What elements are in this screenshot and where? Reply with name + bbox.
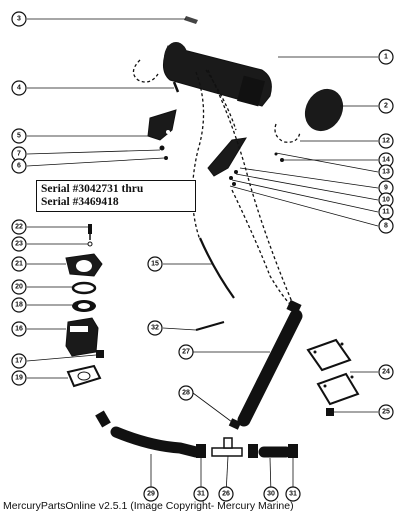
svg-text:23: 23 — [15, 241, 23, 248]
pipe-27 — [237, 299, 303, 427]
svg-text:16: 16 — [15, 326, 23, 333]
svg-text:6: 6 — [17, 163, 21, 170]
callout-31a: 31 — [193, 486, 209, 502]
callout-31b: 31 — [285, 486, 301, 502]
callout-5: 5 — [11, 128, 27, 144]
svg-text:31: 31 — [289, 491, 297, 498]
svg-text:1: 1 — [384, 54, 388, 61]
leader-lines — [26, 18, 379, 495]
svg-text:29: 29 — [147, 491, 155, 498]
callout-26: 26 — [218, 486, 234, 502]
callout-11: 11 — [378, 204, 394, 220]
svg-text:2: 2 — [384, 103, 388, 110]
svg-text:25: 25 — [382, 409, 390, 416]
svg-text:19: 19 — [15, 375, 23, 382]
callout-24: 24 — [378, 364, 394, 380]
svg-text:11: 11 — [382, 209, 390, 216]
svg-text:5: 5 — [17, 133, 21, 140]
callout-29: 29 — [143, 486, 159, 502]
callout-22: 22 — [11, 219, 27, 235]
gasket-19 — [66, 364, 102, 388]
svg-text:28: 28 — [182, 390, 190, 397]
callout-2: 2 — [378, 98, 394, 114]
svg-text:12: 12 — [382, 138, 390, 145]
washer-23 — [87, 241, 93, 247]
svg-text:15: 15 — [151, 261, 159, 268]
svg-text:13: 13 — [382, 169, 390, 176]
svg-text:31: 31 — [197, 491, 205, 498]
callout-21: 21 — [11, 256, 27, 272]
callout-28: 28 — [178, 385, 194, 401]
plug-25 — [326, 408, 334, 416]
hose-dashed-routing — [191, 69, 293, 305]
callout-17: 17 — [11, 353, 27, 369]
svg-text:22: 22 — [15, 224, 23, 231]
svg-text:8: 8 — [384, 223, 388, 230]
svg-text:27: 27 — [182, 349, 190, 356]
callout-30: 30 — [263, 486, 279, 502]
callout-15: 15 — [147, 256, 163, 272]
callout-3: 3 — [11, 11, 27, 27]
flange-21 — [65, 253, 103, 277]
svg-text:24: 24 — [382, 369, 390, 376]
hose-15 — [198, 237, 235, 299]
serial-line-1: Serial #3042731 thru — [41, 183, 144, 195]
o-ring-20 — [71, 281, 97, 295]
callout-25: 25 — [378, 404, 394, 420]
svg-text:14: 14 — [382, 157, 390, 164]
svg-text:18: 18 — [15, 302, 23, 309]
callout-23: 23 — [11, 236, 27, 252]
callout-18: 18 — [11, 297, 27, 313]
svg-text:17: 17 — [15, 358, 23, 365]
callout-1: 1 — [378, 49, 394, 65]
svg-text:32: 32 — [151, 325, 159, 332]
hose-29 — [95, 410, 202, 458]
svg-text:26: 26 — [222, 491, 230, 498]
small-screw-top — [184, 16, 198, 24]
tee-fitting-26 — [211, 437, 243, 457]
callout-12: 12 — [378, 133, 394, 149]
callout-13: 13 — [378, 164, 394, 180]
callout-6: 6 — [11, 158, 27, 174]
callout-16: 16 — [11, 321, 27, 337]
callout-4: 4 — [11, 80, 27, 96]
serial-line-2: Serial #3469418 — [41, 196, 119, 208]
svg-text:21: 21 — [15, 261, 23, 268]
clamps-31 — [196, 444, 298, 458]
thermostat-housing-16 — [65, 317, 99, 357]
bracket-right — [207, 137, 247, 177]
callout-32: 32 — [147, 320, 163, 336]
callout-27: 27 — [178, 344, 194, 360]
svg-text:20: 20 — [15, 284, 23, 291]
end-cap — [304, 88, 344, 132]
callout-20: 20 — [11, 279, 27, 295]
svg-text:10: 10 — [382, 197, 390, 204]
svg-text:9: 9 — [384, 185, 388, 192]
callout-8: 8 — [378, 218, 394, 234]
serial-range-note: Serial #3042731 thru Serial #3469418 — [36, 180, 196, 212]
footer-copyright-text: MercuryPartsOnline v2.5.1 (Image Copyrig… — [3, 500, 294, 512]
bracket-left — [147, 109, 177, 141]
svg-text:7: 7 — [17, 151, 21, 158]
bolt-22 — [88, 224, 92, 240]
fitting-17 — [96, 350, 104, 358]
muffler-body — [163, 42, 272, 107]
callout-19: 19 — [11, 370, 27, 386]
fitting-28 — [228, 418, 242, 430]
svg-text:30: 30 — [267, 491, 275, 498]
clamp-ring-upper — [132, 59, 301, 143]
svg-text:3: 3 — [17, 16, 21, 23]
ring-18 — [72, 300, 96, 312]
svg-text:4: 4 — [17, 85, 21, 92]
gaskets-24 — [306, 338, 360, 406]
pin-32 — [195, 321, 225, 331]
